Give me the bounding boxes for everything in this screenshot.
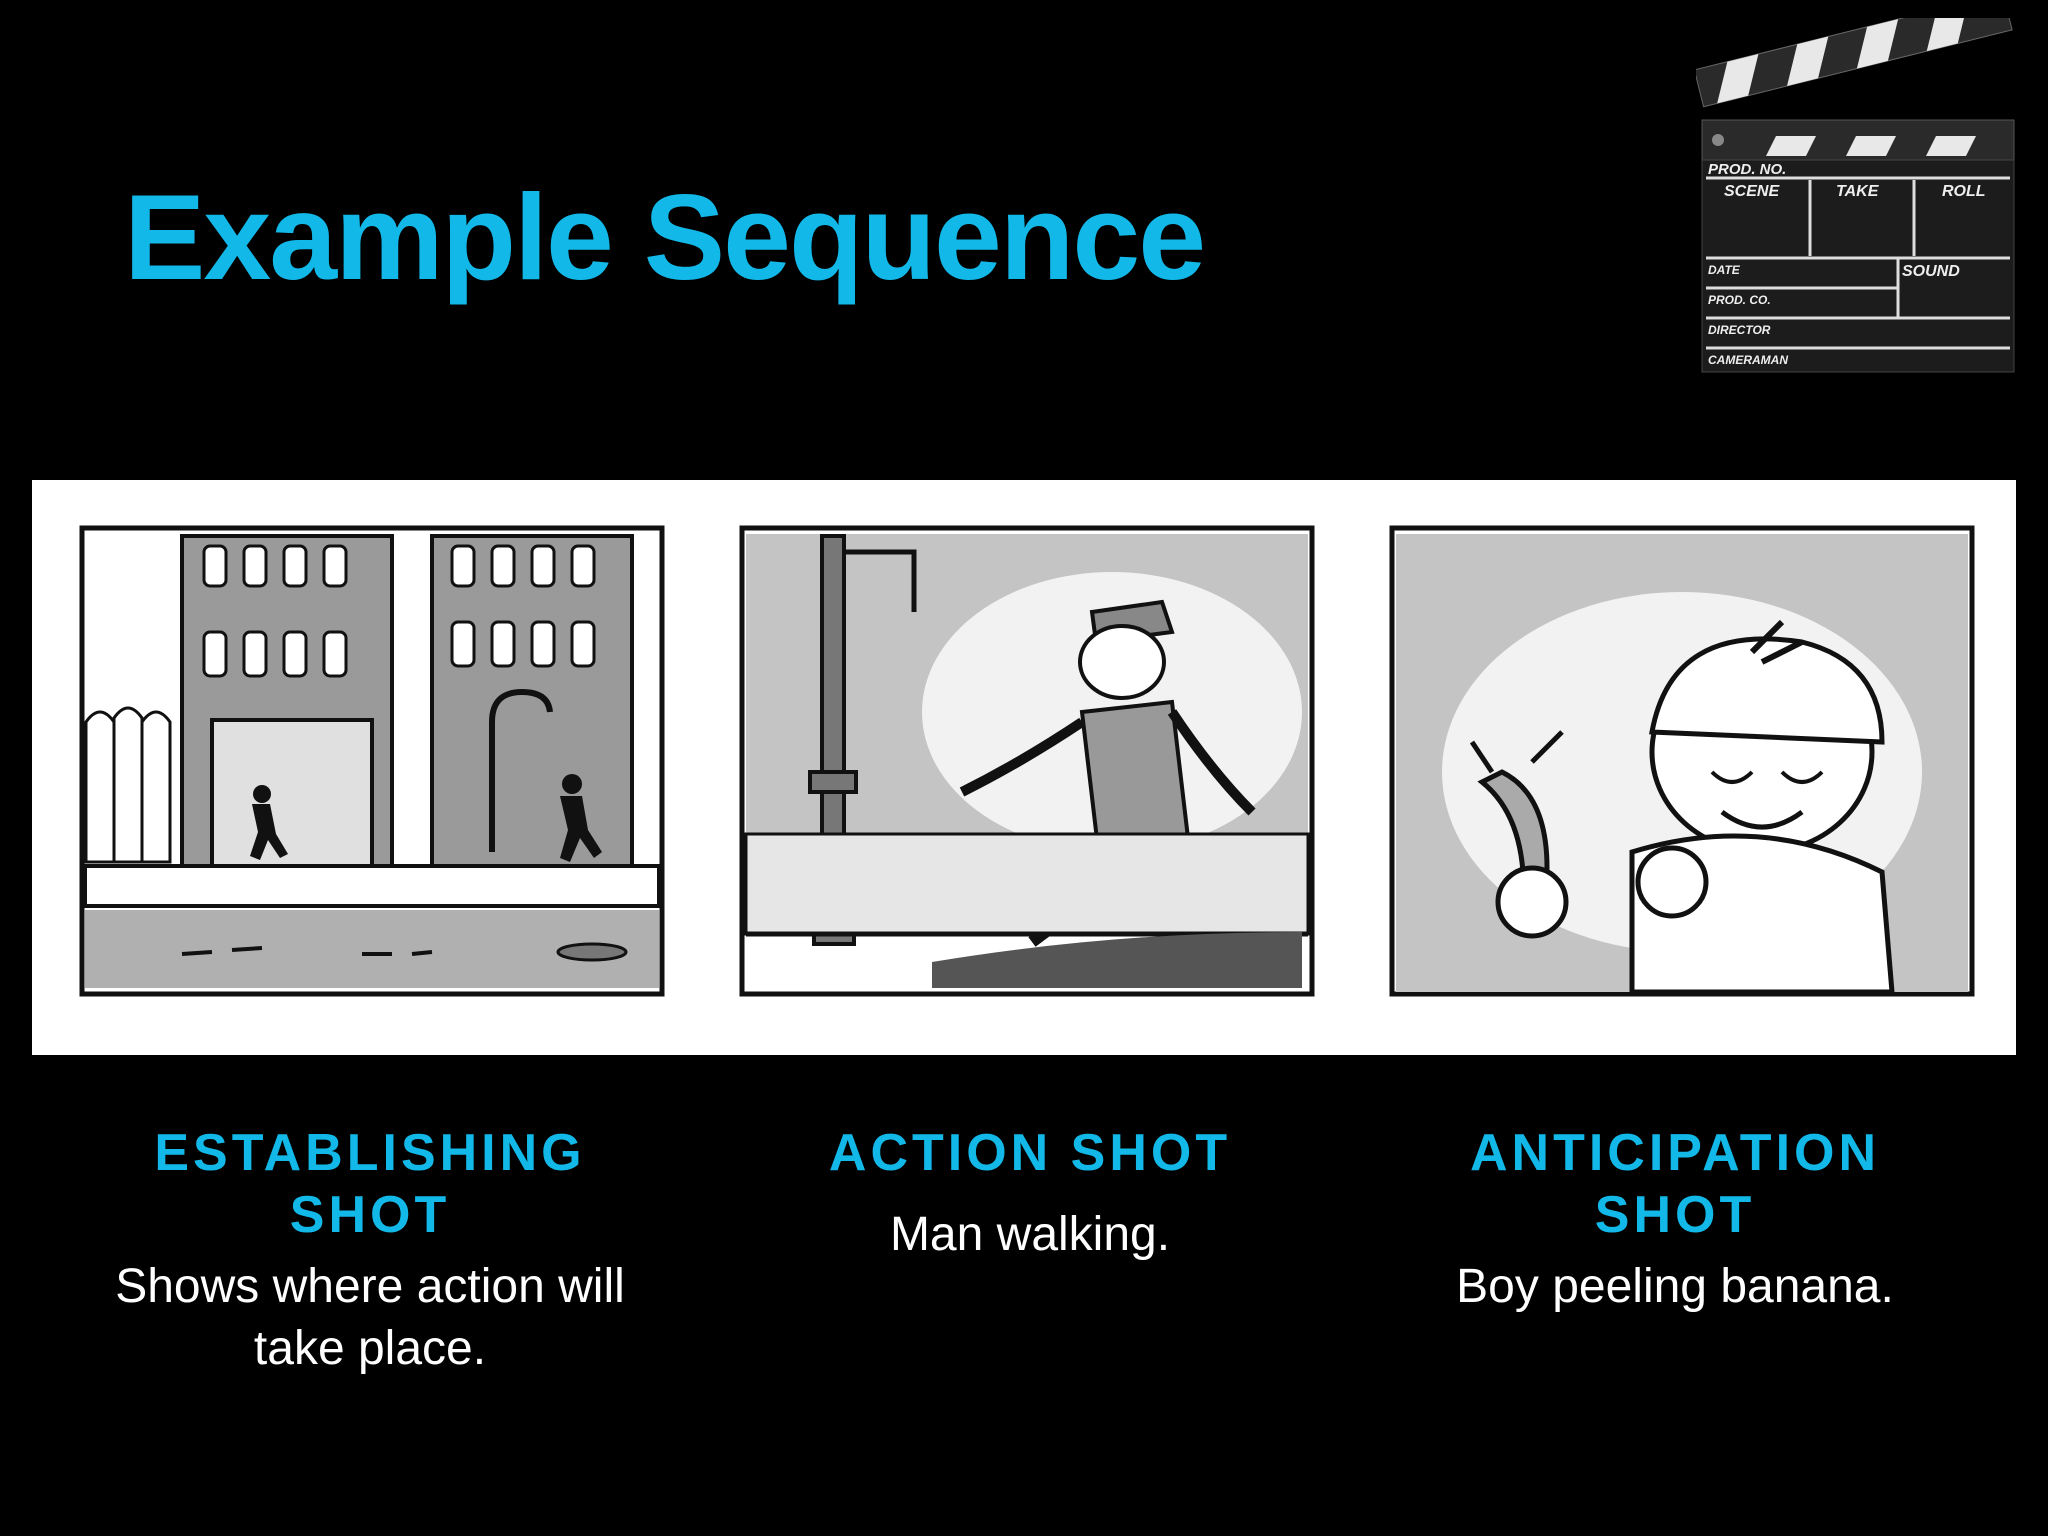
clapper-prod-co-label: PROD. CO.	[1708, 293, 1771, 307]
shot-title: ACTION SHOT	[828, 1124, 1232, 1182]
shot-description: Boy peeling banana.	[1456, 1260, 1894, 1313]
clapper-cameraman-label: CAMERAMAN	[1708, 353, 1788, 367]
shot-description: Shows where action will take place.	[115, 1260, 625, 1375]
clapperboard-icon: PROD. NO. SCENE TAKE ROLL DATE SOUND PRO…	[1696, 18, 2015, 373]
shot-title: ESTABLISHING SHOT	[154, 1124, 586, 1244]
slide-title: Example Sequence	[124, 169, 1206, 305]
clapper-prod-no-label: PROD. NO.	[1708, 161, 1786, 178]
anticipation-shot-caption: ANTICIPATION SHOT Boy peeling banana.	[1370, 1122, 1980, 1318]
clapper-roll-label: ROLL	[1942, 183, 1986, 200]
shot-description: Man walking.	[889, 1208, 1171, 1261]
establishing-shot-illustration	[79, 525, 665, 997]
establishing-shot-caption: ESTABLISHING SHOT Shows where action wil…	[60, 1122, 680, 1380]
clapper-date-label: DATE	[1708, 263, 1741, 277]
clapper-take-label: TAKE	[1836, 183, 1880, 200]
action-shot-caption: ACTION SHOT Man walking.	[730, 1122, 1330, 1266]
clapper-scene-label: SCENE	[1724, 183, 1780, 200]
action-shot-illustration	[739, 525, 1315, 997]
clapper-director-label: DIRECTOR	[1708, 323, 1771, 337]
anticipation-shot-illustration	[1389, 525, 1975, 997]
clapper-sound-label: SOUND	[1902, 263, 1960, 280]
shot-title: ANTICIPATION SHOT	[1469, 1124, 1881, 1244]
storyboard-strip	[32, 480, 2016, 1055]
